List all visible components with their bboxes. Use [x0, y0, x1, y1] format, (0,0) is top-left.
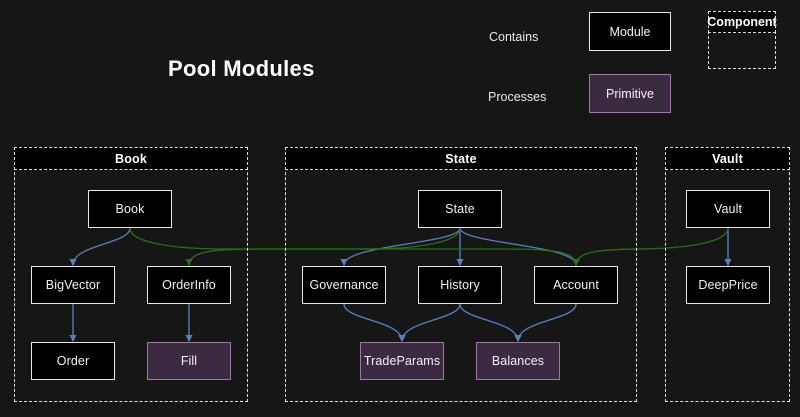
legend-primitive-box: Primitive [589, 74, 671, 113]
node-label-history: History [440, 279, 480, 292]
node-account[interactable]: Account [534, 266, 618, 304]
legend-primitive-label: Primitive [606, 87, 654, 101]
node-order[interactable]: Order [31, 342, 115, 380]
node-label-book: Book [116, 203, 145, 216]
page-title: Pool Modules [168, 56, 315, 82]
cluster-header-vault: Vault [665, 147, 790, 170]
legend-processes-label: Processes [488, 90, 546, 104]
node-label-tradeparams: TradeParams [364, 355, 440, 368]
legend-module-label: Module [610, 25, 651, 39]
cluster-header-state: State [285, 147, 637, 170]
node-orderinfo[interactable]: OrderInfo [147, 266, 231, 304]
legend-component-label: Component [707, 15, 776, 29]
cluster-label-book: Book [115, 152, 147, 166]
node-book[interactable]: Book [88, 190, 172, 228]
node-label-state: State [445, 203, 475, 216]
node-bigvector[interactable]: BigVector [31, 266, 115, 304]
node-tradeparams[interactable]: TradeParams [360, 342, 444, 380]
node-label-bigvector: BigVector [46, 279, 100, 292]
node-label-fill: Fill [181, 355, 197, 368]
cluster-label-state: State [445, 152, 477, 166]
node-label-orderinfo: OrderInfo [162, 279, 216, 292]
cluster-label-vault: Vault [712, 152, 743, 166]
node-fill[interactable]: Fill [147, 342, 231, 380]
node-balances[interactable]: Balances [476, 342, 560, 380]
cluster-header-book: Book [14, 147, 248, 170]
node-label-account: Account [553, 279, 599, 292]
legend-contains-label: Contains [489, 30, 538, 44]
node-label-governance: Governance [309, 279, 378, 292]
legend-component-header: Component [708, 11, 776, 33]
node-label-deepprice: DeepPrice [698, 279, 757, 292]
node-label-order: Order [57, 355, 89, 368]
node-label-balances: Balances [492, 355, 544, 368]
node-label-vault: Vault [714, 203, 742, 216]
node-state[interactable]: State [418, 190, 502, 228]
legend-module-box: Module [589, 12, 671, 51]
node-vault[interactable]: Vault [686, 190, 770, 228]
node-history[interactable]: History [418, 266, 502, 304]
node-deepprice[interactable]: DeepPrice [686, 266, 770, 304]
node-governance[interactable]: Governance [302, 266, 386, 304]
